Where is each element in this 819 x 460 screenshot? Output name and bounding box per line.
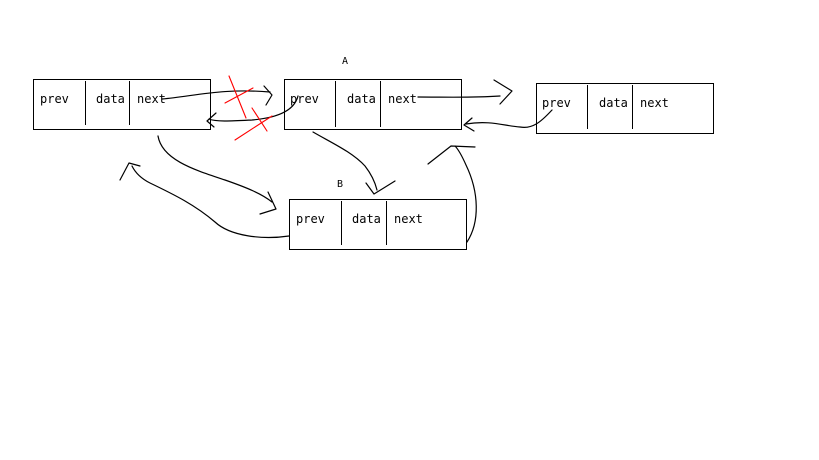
node-a-divider-2: [380, 81, 381, 127]
node-b: prev data next: [289, 199, 467, 250]
node-left-prev: prev: [40, 92, 69, 106]
arrow-a-to-b: [312, 131, 378, 191]
arrow-b-next-to-a-head: [427, 145, 476, 165]
arrow-a-next-to-right-head: [493, 79, 513, 105]
arrow-right-prev-to-a-head: [463, 117, 475, 132]
node-right-divider-1: [587, 85, 588, 129]
node-b-next: next: [394, 212, 423, 226]
arrow-left-next-to-b: [157, 135, 273, 203]
node-right: prev data next: [536, 83, 714, 134]
node-b-prev: prev: [296, 212, 325, 226]
node-left: prev data next: [33, 79, 211, 130]
arrow-b-prev-to-left: [131, 165, 290, 239]
node-b-divider-2: [386, 201, 387, 245]
arrow-b-prev-to-left-head: [119, 162, 141, 181]
node-left-data: data: [96, 92, 125, 106]
node-right-divider-2: [632, 85, 633, 129]
cross-mark-upper-2: [224, 87, 254, 104]
node-left-divider-1: [85, 81, 86, 125]
node-a: prev data next: [284, 79, 462, 130]
arrow-a-to-b-head: [365, 180, 396, 195]
node-b-divider-1: [341, 201, 342, 245]
node-a-prev: prev: [290, 92, 319, 106]
node-right-next: next: [640, 96, 669, 110]
node-a-data: data: [347, 92, 376, 106]
node-left-divider-2: [129, 81, 130, 125]
cross-mark-lower-1: [251, 107, 268, 132]
node-a-next: next: [388, 92, 417, 106]
node-b-data: data: [352, 212, 381, 226]
arrow-left-next-to-b-head: [259, 191, 277, 215]
label-a: A: [342, 56, 349, 67]
label-b: B: [337, 179, 344, 190]
cross-mark-lower-2: [234, 115, 273, 141]
arrow-left-next-to-a-head: [263, 85, 273, 106]
node-left-next: next: [137, 92, 166, 106]
node-right-data: data: [599, 96, 628, 110]
node-right-prev: prev: [542, 96, 571, 110]
node-a-divider-1: [335, 81, 336, 127]
cross-mark-upper-1: [228, 75, 247, 119]
